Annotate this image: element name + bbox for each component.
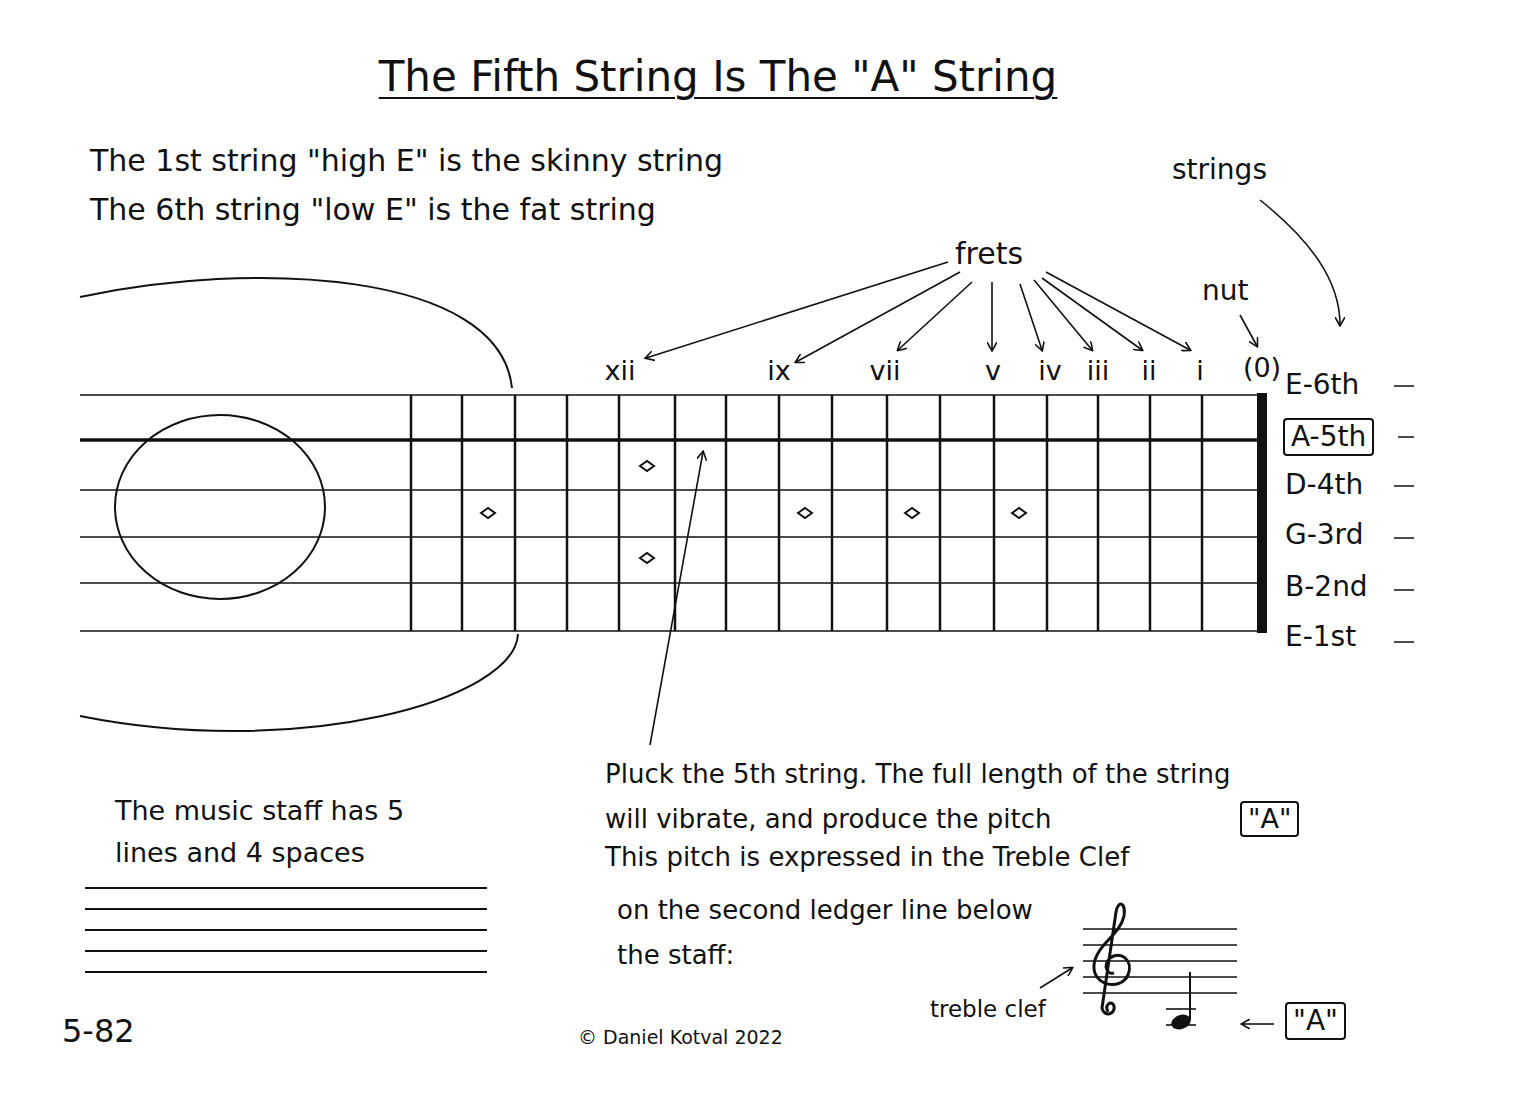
fret-markers: [481, 461, 1026, 563]
inlay-diamond: [1012, 508, 1026, 518]
string-dashes: [1394, 386, 1414, 642]
fret-line: [1149, 395, 1152, 631]
treble-clef-symbol: [1094, 904, 1130, 1014]
fret-line: [566, 395, 569, 631]
fret-line: [725, 395, 728, 631]
inlay-diamond: [905, 508, 919, 518]
fret-number: v: [985, 355, 1001, 387]
sound-hole: [115, 415, 325, 599]
string-name: B-2nd: [1285, 570, 1368, 604]
fret-number: (0): [1243, 352, 1281, 384]
string-name: D-4th: [1285, 468, 1363, 502]
fret-number: i: [1196, 355, 1204, 387]
fret-line: [993, 395, 996, 631]
fret-line: [778, 395, 781, 631]
fret-number: iii: [1087, 355, 1110, 387]
box-text: "A": [1293, 1004, 1338, 1038]
fret-number: iv: [1038, 355, 1061, 387]
inlay-diamond: [798, 508, 812, 518]
note-a: [1169, 972, 1193, 1032]
fret-line: [831, 395, 834, 631]
fret-lines: [411, 395, 1202, 631]
fret-line: [886, 395, 889, 631]
page-number: 5-82: [62, 1012, 135, 1050]
inlay-diamond: [640, 553, 654, 563]
callout-label: frets: [955, 236, 1023, 272]
instruction-text: on the second ledger line below the staf…: [617, 888, 1037, 978]
fret-number: vii: [870, 355, 901, 387]
callout-label: strings: [1172, 153, 1267, 187]
box-text: A-5th: [1291, 420, 1366, 454]
inlay-diamond: [481, 508, 495, 518]
fret-line: [410, 395, 413, 631]
note-text: The 6th string "low E" is the fat string: [90, 192, 656, 228]
guitar-strings: [80, 395, 1262, 631]
fret-line: [939, 395, 942, 631]
boxed-label: "A": [1285, 1002, 1346, 1040]
callout-label: treble clef: [930, 996, 1046, 1024]
note-text: The 1st string "high E" is the skinny st…: [90, 143, 723, 179]
page-title: The Fifth String Is The "A" String: [379, 52, 1058, 102]
fret-line: [514, 395, 517, 631]
fret-line: [1046, 395, 1049, 631]
fret-line: [618, 395, 621, 631]
string-name: E-6th: [1285, 368, 1359, 402]
fret-line: [461, 395, 464, 631]
instruction-text: Pluck the 5th string. The full length of…: [605, 752, 1265, 842]
fret-number: ix: [767, 355, 790, 387]
boxed-label: A-5th: [1283, 418, 1374, 456]
guitar-body: [80, 278, 518, 731]
fret-line: [674, 395, 677, 631]
fret-line: [1201, 395, 1204, 631]
nut: [1257, 393, 1267, 633]
boxed-label: "A": [1240, 801, 1299, 837]
inlay-diamond: [640, 461, 654, 471]
string-name: E-1st: [1285, 620, 1356, 654]
string-name: G-3rd: [1285, 518, 1363, 552]
callout-label: nut: [1202, 274, 1248, 308]
music-staff: [85, 888, 487, 972]
note-text: The music staff has 5 lines and 4 spaces: [115, 790, 475, 874]
copyright: © Daniel Kotval 2022: [578, 1026, 783, 1049]
box-text: "A": [1248, 803, 1291, 835]
fret-line: [1097, 395, 1100, 631]
instruction-text: This pitch is expressed in the Treble Cl…: [605, 842, 1129, 873]
fret-number: xii: [605, 355, 636, 387]
fret-number: ii: [1141, 355, 1156, 387]
